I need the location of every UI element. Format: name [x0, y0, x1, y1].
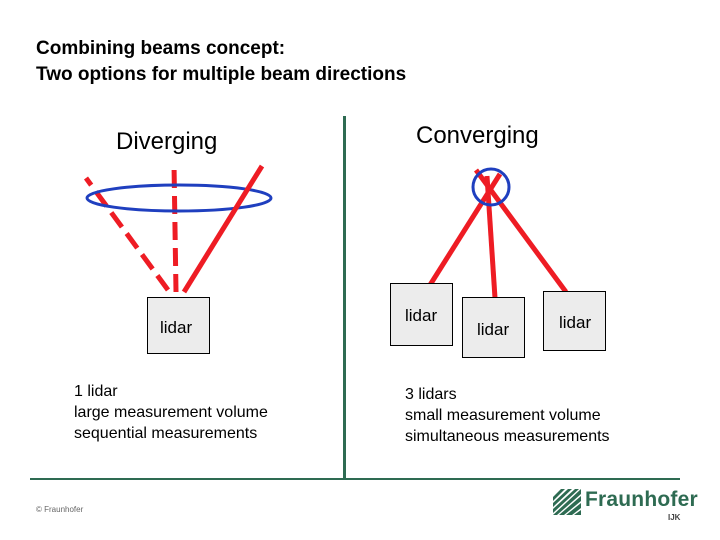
converging-beam-center	[484, 175, 498, 299]
converging-heading: Converging	[416, 122, 539, 149]
converging-beam-right	[473, 168, 569, 294]
title-line-2: Two options for multiple beam directions	[36, 64, 407, 85]
measurement-volume-circle	[471, 167, 511, 207]
title-line-1: Combining beams concept:	[36, 38, 286, 59]
diverging-beam-center	[171, 163, 179, 293]
description-line: 1 lidar	[74, 383, 118, 400]
diverging-beam-right	[181, 164, 265, 294]
lidar-box-diverging: lidar	[147, 297, 210, 354]
diverging-beam-left	[83, 176, 171, 292]
scan-volume-ellipse	[85, 183, 273, 213]
description-line: sequential measurements	[74, 425, 258, 442]
description-line: large measurement volume	[74, 404, 268, 421]
lidar-box-converging-2: lidar	[462, 297, 525, 358]
description-line: 3 lidars	[405, 386, 457, 403]
copyright-text: © Fraunhofer	[36, 505, 84, 514]
lidar-box-converging-1: lidar	[390, 283, 453, 346]
lidar-box-converging-3: lidar	[543, 291, 606, 351]
diverging-description: 1 lidar large measurement volume sequent…	[74, 381, 268, 444]
lidar-label: lidar	[160, 318, 193, 337]
diverging-heading: Diverging	[116, 128, 218, 155]
center-divider	[343, 116, 346, 480]
logo-text: Fraunhofer	[585, 488, 698, 511]
lidar-label: lidar	[559, 313, 592, 332]
logo-subtext: IJK	[668, 513, 681, 522]
description-line: small measurement volume	[405, 407, 601, 424]
lidar-label: lidar	[405, 306, 438, 325]
description-line: simultaneous measurements	[405, 428, 610, 445]
slide-title: Combining beams concept: Two options for…	[36, 36, 406, 88]
converging-description: 3 lidars small measurement volume simult…	[405, 384, 610, 447]
footer-line	[30, 478, 680, 480]
lidar-label: lidar	[477, 320, 510, 339]
fraunhofer-logo-icon	[553, 489, 581, 515]
